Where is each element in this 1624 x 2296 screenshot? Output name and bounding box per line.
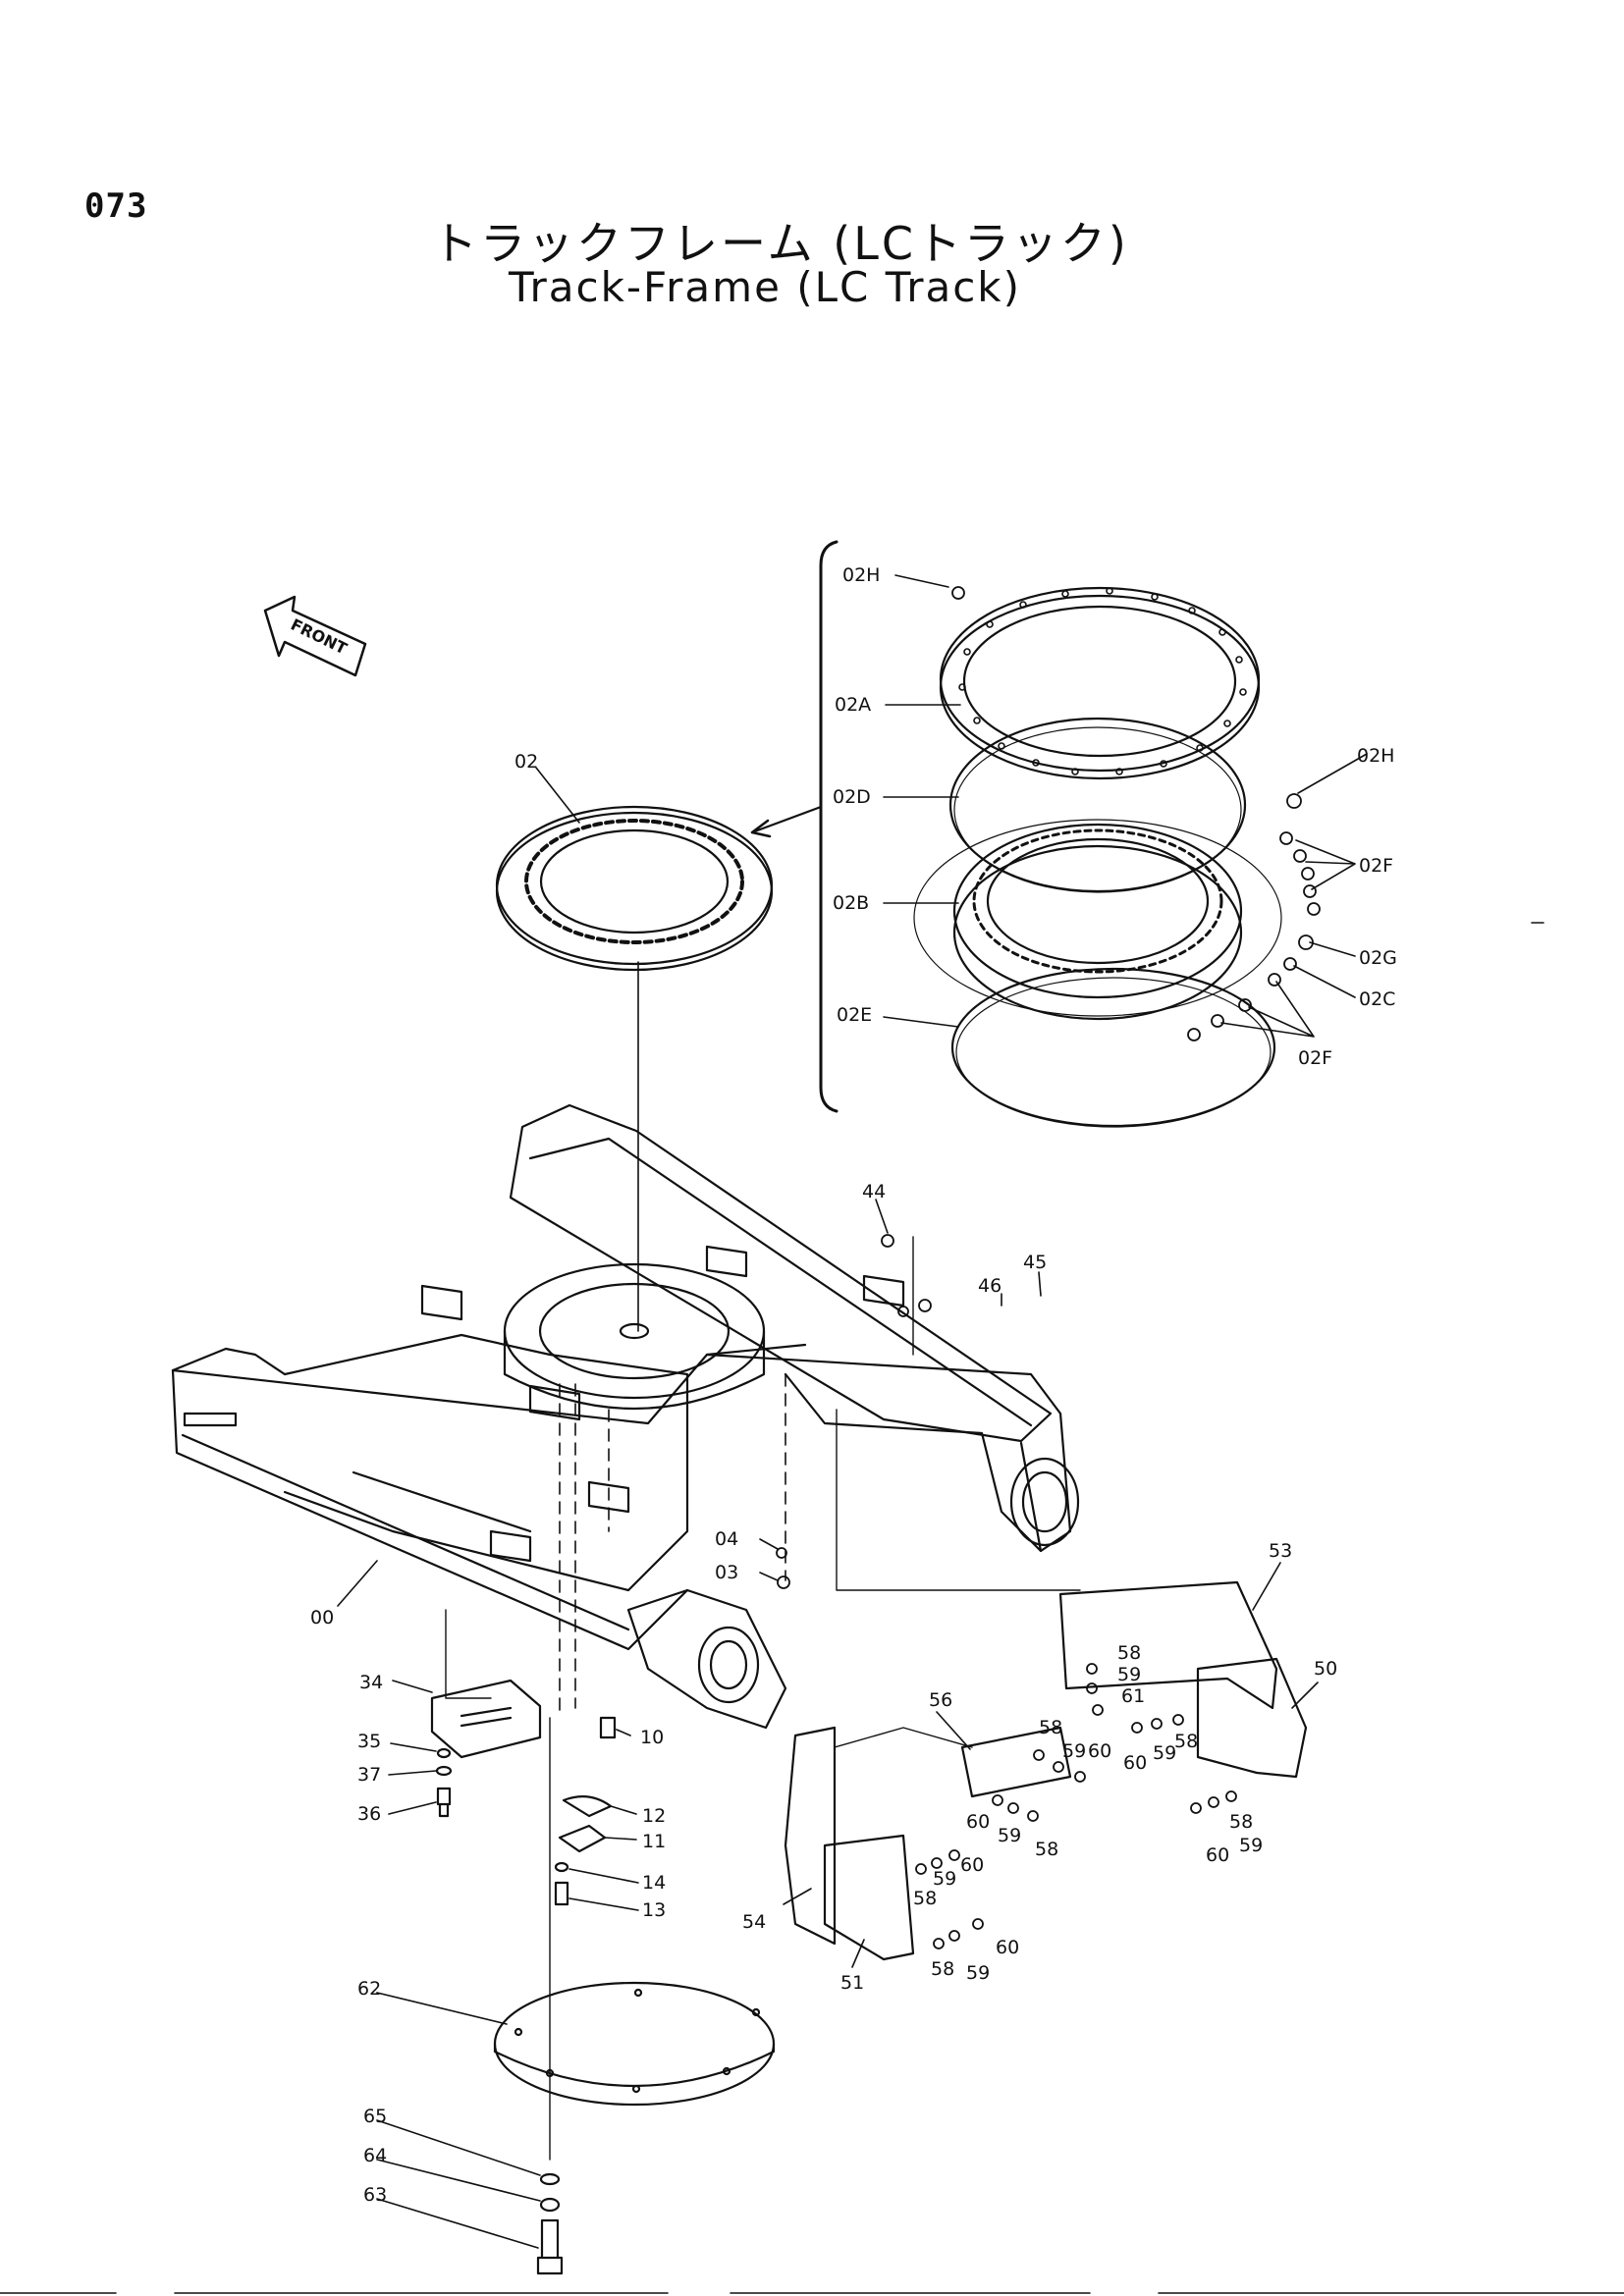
part-callout-02d: 02D — [833, 786, 871, 808]
part-callout-02h: 02H — [1357, 745, 1394, 767]
part-callout-14: 14 — [642, 1872, 666, 1894]
part-callout-58: 58 — [1035, 1839, 1058, 1860]
part-callout-58: 58 — [1174, 1731, 1198, 1752]
part-callout-60: 60 — [1206, 1844, 1229, 1866]
seal-02e — [950, 967, 1276, 1128]
part-callout-10: 10 — [640, 1727, 664, 1748]
part-callout-59: 59 — [966, 1962, 990, 1984]
seal-02d — [948, 717, 1247, 893]
part-callout-61: 61 — [1121, 1685, 1145, 1707]
part-callout-59: 59 — [1062, 1740, 1086, 1762]
part-callout-60: 60 — [960, 1854, 984, 1876]
bracket-34 — [430, 1679, 542, 1759]
cover-plate-62 — [493, 1981, 776, 2107]
part-callout-63: 63 — [363, 2184, 387, 2206]
part-callout-11: 11 — [642, 1831, 666, 1852]
part-callout-60: 60 — [1123, 1752, 1147, 1774]
part-callout-45: 45 — [1023, 1252, 1047, 1273]
part-callout-60: 60 — [996, 1937, 1019, 1958]
detail-bracket — [819, 540, 839, 1113]
part-callout-59: 59 — [933, 1868, 956, 1890]
part-callout-34: 34 — [359, 1672, 383, 1693]
part-callout-02a: 02A — [835, 694, 871, 716]
part-callout-02e: 02E — [837, 1004, 872, 1026]
part-callout-44: 44 — [862, 1181, 886, 1202]
part-callout-12: 12 — [642, 1805, 666, 1827]
part-callout-02h: 02H — [842, 564, 880, 586]
part-callout-58: 58 — [913, 1888, 937, 1909]
part-callout-62: 62 — [357, 1978, 381, 2000]
part-callout-02f: 02F — [1359, 855, 1393, 877]
part-callout-60: 60 — [966, 1811, 990, 1833]
bearing-outer-race-02a — [939, 586, 1261, 780]
part-callout-54: 54 — [742, 1911, 766, 1933]
cover-54 — [784, 1726, 837, 1946]
part-callout-58: 58 — [1229, 1811, 1253, 1833]
part-callout-04: 04 — [715, 1528, 738, 1550]
title-japanese: トラックフレーム (LCトラック) — [432, 217, 1129, 270]
part-callout-02b: 02B — [833, 892, 869, 914]
part-callout-59: 59 — [1239, 1835, 1263, 1856]
part-callout-56: 56 — [929, 1689, 952, 1711]
cover-51 — [823, 1834, 915, 1961]
cover-53 — [1058, 1580, 1278, 1710]
part-callout-36: 36 — [357, 1803, 381, 1825]
part-callout-02f: 02F — [1298, 1047, 1332, 1069]
front-arrow-icon — [263, 595, 367, 677]
part-callout-65: 65 — [363, 2106, 387, 2127]
title-english: Track-Frame (LC Track) — [509, 263, 1022, 311]
part-callout-00: 00 — [310, 1607, 334, 1629]
part-callout-58: 58 — [1039, 1717, 1062, 1738]
part-callout-59: 59 — [998, 1825, 1021, 1846]
part-callout-60: 60 — [1088, 1740, 1111, 1762]
part-callout-02c: 02C — [1359, 988, 1395, 1010]
part-callout-46: 46 — [978, 1275, 1001, 1297]
part-callout-03: 03 — [715, 1562, 738, 1583]
part-callout-13: 13 — [642, 1899, 666, 1921]
part-callout-53: 53 — [1269, 1540, 1292, 1562]
part-callout-59: 59 — [1153, 1742, 1176, 1764]
part-callout-37: 37 — [357, 1764, 381, 1786]
part-callout-50: 50 — [1314, 1658, 1337, 1680]
cover-50 — [1196, 1657, 1308, 1779]
part-callout-35: 35 — [357, 1731, 381, 1752]
page-number: 073 — [84, 187, 148, 226]
part-callout-64: 64 — [363, 2145, 387, 2166]
part-callout-02: 02 — [514, 751, 538, 773]
part-callout-58: 58 — [1117, 1642, 1141, 1664]
detail-arrow — [750, 805, 823, 834]
callout-labels: 02H 02A 02D 02B 02E 02 02H 02F 02G 02C 0… — [310, 564, 1397, 2206]
part-callout-59: 59 — [1117, 1664, 1141, 1685]
swing-bearing-02 — [495, 805, 774, 972]
part-callout-02g: 02G — [1359, 947, 1397, 969]
part-callout-58: 58 — [931, 1958, 954, 1980]
plate-56 — [960, 1726, 1072, 1798]
track-frame-00 — [171, 1103, 1080, 1730]
bearing-inner-race-02b — [913, 819, 1282, 1021]
part-callout-51: 51 — [840, 1972, 864, 1994]
